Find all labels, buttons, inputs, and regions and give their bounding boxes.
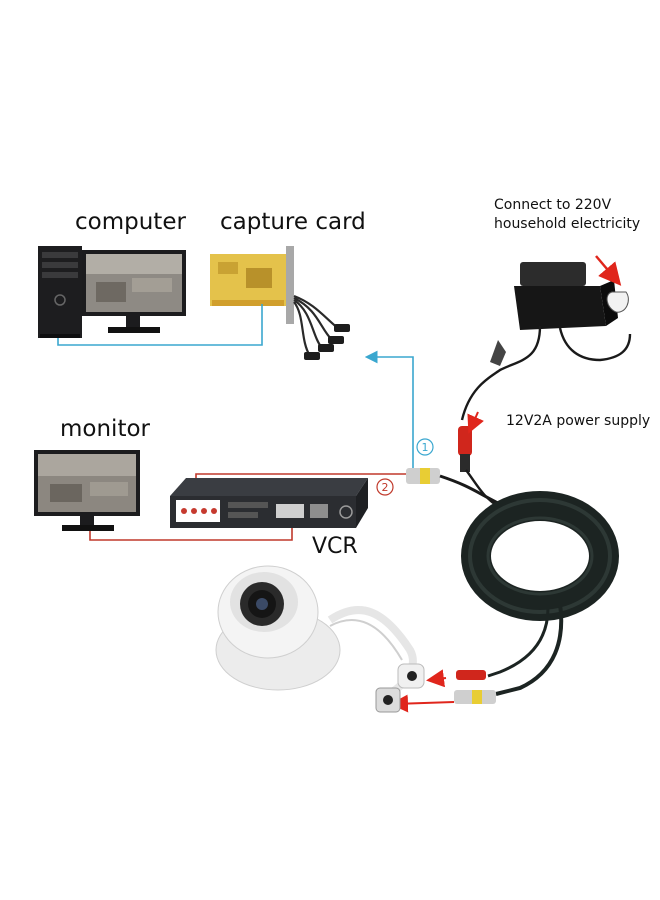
blue-link-capture-bnc — [364, 350, 414, 470]
computer-label: computer — [75, 209, 186, 235]
arrow-to-camera-dc — [426, 669, 447, 688]
cable-coil — [461, 491, 619, 696]
marker-2-text: 2 — [382, 481, 389, 494]
power-note-line2: household electricity — [494, 216, 641, 232]
cctv-monitor — [34, 450, 140, 531]
vcr-dvr — [170, 478, 368, 528]
power-note-line1: Connect to 220V — [494, 197, 612, 213]
vcr-label: VCR — [312, 534, 358, 559]
capture-card — [210, 246, 350, 360]
power-supply-label: 12V2A power supply — [506, 413, 651, 429]
dome-camera — [215, 565, 425, 713]
arrow-to-plug — [595, 255, 622, 286]
marker-2: 2 — [376, 478, 394, 496]
red-link-vcr-monitor — [89, 524, 293, 541]
blue-link-computer-capture — [57, 304, 263, 346]
computer-monitor — [82, 250, 186, 333]
computer-tower — [38, 246, 82, 338]
marker-1-text: 1 — [422, 441, 429, 454]
arrow-to-camera-bnc — [390, 694, 455, 713]
bnc-connector-bottom — [454, 670, 496, 704]
bnc-connector-top — [406, 468, 501, 509]
capture-card-label: capture card — [220, 209, 366, 235]
marker-1: 1 — [416, 438, 434, 456]
power-adapter — [460, 255, 632, 421]
dc-connector — [458, 411, 484, 472]
arrow-to-dc-connector — [467, 411, 484, 434]
monitor-label: monitor — [60, 416, 150, 442]
